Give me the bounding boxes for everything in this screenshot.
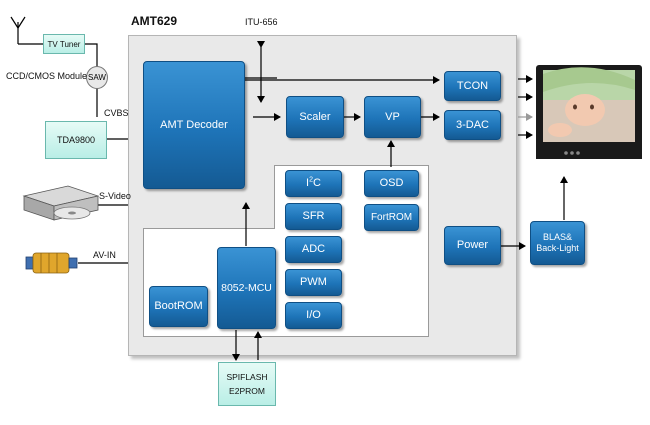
dvd-drive-icon [22, 185, 100, 221]
s-video-label: S-Video [99, 191, 131, 201]
i2c-label-tail: C [313, 177, 321, 189]
adc-label: ADC [301, 243, 326, 255]
tda9800-label: TDA9800 [56, 134, 96, 145]
av-in-label: AV-IN [93, 250, 116, 260]
tcon-block: TCON [444, 71, 501, 101]
i2c-label-base: I [306, 177, 310, 189]
tv-tuner-label: TV Tuner [47, 39, 81, 49]
vp-label: VP [385, 110, 400, 123]
bootrom-label: BootROM [154, 300, 203, 312]
i2c-label: I2C [306, 176, 321, 190]
notch-border [274, 165, 429, 166]
blas-backlight-block: BLAS& Back-Light [530, 221, 585, 265]
tcon-label: TCON [456, 79, 489, 92]
io-label: I/O [306, 309, 321, 321]
osd-block: OSD [364, 170, 419, 197]
tda9800-block: TDA9800 [45, 121, 107, 159]
pwm-label: PWM [300, 276, 327, 288]
scaler-block: Scaler [286, 96, 344, 138]
8052-mcu-block: 8052-MCU [217, 247, 276, 329]
i2c-label-sup: 2 [309, 176, 313, 184]
sfr-label: SFR [302, 210, 325, 222]
spiflash-label: SPIFLASH [226, 372, 268, 382]
sfr-block: SFR [285, 203, 342, 230]
bootrom-block: BootROM [149, 286, 208, 327]
e2prom-label: E2PROM [229, 386, 265, 396]
tv-tuner-block: TV Tuner [43, 34, 85, 54]
3-dac-label: 3-DAC [455, 118, 489, 131]
ccd-cmos-label: CCD/CMOS Module [6, 71, 88, 81]
power-label: Power [456, 239, 489, 251]
chip-title: AMT629 [131, 14, 178, 28]
pwm-block: PWM [285, 269, 342, 296]
cvbs-label: CVBS [104, 108, 129, 118]
saw-filter: SAW [86, 66, 108, 89]
notch-border [143, 228, 275, 229]
io-block: I/O [285, 302, 342, 329]
lcd-monitor-icon [536, 65, 642, 159]
osd-label: OSD [379, 177, 404, 189]
3-dac-block: 3-DAC [444, 110, 501, 140]
power-block: Power [444, 226, 501, 265]
fortrom-label: FortROM [370, 212, 413, 223]
saw-label: SAW [88, 73, 106, 82]
adc-block: ADC [285, 236, 342, 263]
fortrom-block: FortROM [364, 204, 419, 231]
notch-border [274, 165, 275, 229]
itu-656-label: ITU-656 [245, 17, 278, 27]
spiflash-e2prom-block: SPIFLASH E2PROM [218, 362, 276, 406]
notch-border [143, 228, 144, 337]
scaler-label: Scaler [299, 110, 331, 123]
blas-backlight-label: BLAS& Back-Light [536, 232, 579, 253]
i2c-block: I2C [285, 170, 342, 197]
av-connector-icon [25, 252, 78, 274]
vp-block: VP [364, 96, 421, 138]
antenna-icon [10, 16, 43, 45]
amt-decoder-label: AMT Decoder [160, 118, 228, 131]
8052-mcu-label: 8052-MCU [221, 281, 272, 294]
amt-decoder-block: AMT Decoder [143, 61, 245, 189]
